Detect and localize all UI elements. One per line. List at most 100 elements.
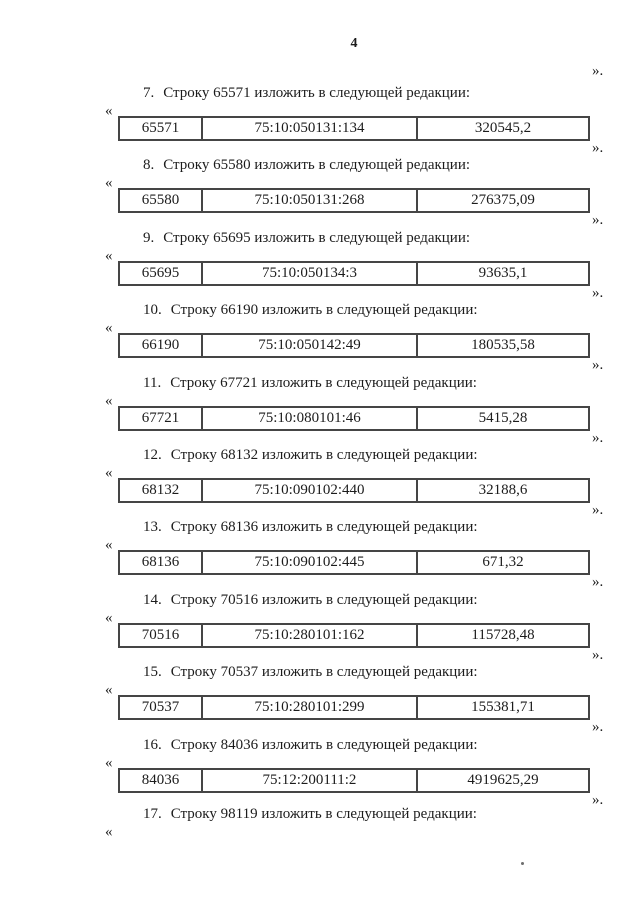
open-quote-mark: « xyxy=(105,537,113,553)
section-heading: 14. Строку 70516 изложить в следующей ред… xyxy=(143,592,478,608)
section-heading-text: Строку 70516 изложить в следующей редакц… xyxy=(170,592,478,608)
open-quote-mark: « xyxy=(105,824,113,840)
table-row: 84036 75:12:200111:2 4919625,29 xyxy=(118,768,590,793)
cadastral-number-cell: 75:10:090102:440 xyxy=(203,480,418,501)
table-row: 65580 75:10:050131:268 276375,09 xyxy=(118,188,590,213)
section-heading: 7. Строку 65571 изложить в следующей реда… xyxy=(143,85,470,101)
amendment-section: 16. Строку 84036 изложить в следующей ред… xyxy=(0,737,640,809)
close-quote-mark: ». xyxy=(592,719,604,735)
section-heading: 8. Строку 65580 изложить в следующей реда… xyxy=(143,157,470,173)
open-quote-mark: « xyxy=(105,175,113,191)
amendment-section: 14. Строку 70516 изложить в следующей ред… xyxy=(0,592,640,664)
row-id-cell: 70516 xyxy=(120,625,203,646)
close-quote-mark: ». xyxy=(592,357,604,373)
section-number: 12. xyxy=(143,447,162,463)
section-heading-text: Строку 65571 изложить в следующей редакц… xyxy=(163,85,471,101)
open-quote-mark: « xyxy=(105,320,113,336)
section-heading-text: Строку 67721 изложить в следующей редакц… xyxy=(170,375,477,391)
section-heading-text: Строку 65695 изложить в следующей редакц… xyxy=(163,230,471,246)
close-quote-mark: ». xyxy=(592,574,604,590)
amendment-section: 9. Строку 65695 изложить в следующей реда… xyxy=(0,230,640,302)
section-heading: 13. Строку 68136 изложить в следующей ред… xyxy=(143,519,478,535)
area-value-cell: 93635,1 xyxy=(478,265,528,281)
cadastral-number-cell: 75:10:050142:49 xyxy=(203,335,418,356)
open-quote-mark: « xyxy=(105,682,113,698)
area-value-cell: 276375,09 xyxy=(471,192,535,208)
table-row: 65695 75:10:050134:3 93635,1 xyxy=(118,261,590,286)
section-heading: 12. Строку 68132 изложить в следующей ред… xyxy=(143,447,478,463)
section-heading-text: Строку 70537 изложить в следующей редакц… xyxy=(170,664,478,680)
section-number: 9. xyxy=(143,230,155,246)
cadastral-number-cell: 75:10:050134:3 xyxy=(203,263,418,284)
row-id-cell: 67721 xyxy=(120,408,203,429)
section-heading: 11. Строку 67721 изложить в следующей ред… xyxy=(143,375,477,391)
page-number: 4 xyxy=(350,36,358,51)
table-row: 68136 75:10:090102:445 671,32 xyxy=(118,550,590,575)
table-row: 65571 75:10:050131:134 320545,2 xyxy=(118,116,590,141)
area-value-cell: 320545,2 xyxy=(474,120,532,136)
open-quote-mark: « xyxy=(105,393,113,409)
area-value-cell: 5415,28 xyxy=(478,410,528,426)
amendment-section: 13. Строку 68136 изложить в следующей ред… xyxy=(0,519,640,591)
area-value-cell: 4919625,29 xyxy=(467,772,539,788)
section-heading-text: Строку 68132 изложить в следующей редакц… xyxy=(170,447,478,463)
open-quote-mark: « xyxy=(105,755,113,771)
scan-artifact-dot xyxy=(521,862,524,865)
section-number: 16. xyxy=(143,737,162,753)
table-row: 67721 75:10:080101:46 5415,28 xyxy=(118,406,590,431)
amendment-section: 7. Строку 65571 изложить в следующей реда… xyxy=(0,85,640,157)
row-id-cell: 68132 xyxy=(120,480,203,501)
cadastral-number-cell: 75:10:280101:299 xyxy=(203,697,418,718)
amendment-section: 17.Строку 98119 изложить в следующей ред… xyxy=(0,806,640,878)
section-heading: 16. Строку 84036 изложить в следующей ред… xyxy=(143,737,478,753)
cadastral-number-cell: 75:10:090102:445 xyxy=(203,552,418,573)
close-quote-mark: ». xyxy=(592,647,604,663)
section-heading-text: Строку 68136 изложить в следующей редакц… xyxy=(170,519,478,535)
close-quote-mark: ». xyxy=(592,502,604,518)
section-number: 11. xyxy=(143,375,162,391)
section-number: 14. xyxy=(143,592,162,608)
area-value-cell: 115728,48 xyxy=(471,627,535,643)
close-quote-mark: ». xyxy=(592,140,604,156)
section-heading-text: Строку 84036 изложить в следующей редакц… xyxy=(170,737,478,753)
leading-close-quote-mark: ». xyxy=(592,63,604,79)
close-quote-mark: ». xyxy=(592,792,604,808)
close-quote-mark: ». xyxy=(592,430,604,446)
open-quote-mark: « xyxy=(105,465,113,481)
section-heading-text: Строку 66190 изложить в следующей редакц… xyxy=(170,302,478,318)
cadastral-number-cell: 75:10:080101:46 xyxy=(203,408,418,429)
table-row: 70537 75:10:280101:299 155381,71 xyxy=(118,695,590,720)
area-value-cell: 180535,58 xyxy=(471,337,535,353)
open-quote-mark: « xyxy=(105,248,113,264)
cadastral-number-cell: 75:10:050131:134 xyxy=(203,118,418,139)
amendment-section: 11. Строку 67721 изложить в следующей ред… xyxy=(0,375,640,447)
table-row: 66190 75:10:050142:49 180535,58 xyxy=(118,333,590,358)
table-row: 68132 75:10:090102:440 32188,6 xyxy=(118,478,590,503)
row-id-cell: 65695 xyxy=(120,263,203,284)
close-quote-mark: ». xyxy=(592,285,604,301)
row-id-cell: 70537 xyxy=(120,697,203,718)
section-number: 15. xyxy=(143,664,162,680)
section-number: 13. xyxy=(143,519,162,535)
area-value-cell: 155381,71 xyxy=(471,699,535,715)
open-quote-mark: « xyxy=(105,610,113,626)
section-number: 8. xyxy=(143,157,155,173)
table-row: 70516 75:10:280101:162 115728,48 xyxy=(118,623,590,648)
row-id-cell: 84036 xyxy=(120,770,203,791)
row-id-cell: 65580 xyxy=(120,190,203,211)
amendment-section: 12. Строку 68132 изложить в следующей ред… xyxy=(0,447,640,519)
row-id-cell: 65571 xyxy=(120,118,203,139)
close-quote-mark: ». xyxy=(592,212,604,228)
row-id-cell: 68136 xyxy=(120,552,203,573)
amendment-section: 10.Строку 66190 изложить в следующей ред… xyxy=(0,302,640,374)
area-value-cell: 32188,6 xyxy=(478,482,528,498)
section-heading: 10.Строку 66190 изложить в следующей ред… xyxy=(143,302,478,318)
section-number: 7. xyxy=(143,85,155,101)
section-heading: 17.Строку 98119 изложить в следующей ред… xyxy=(143,806,477,822)
amendment-section: 15. Строку 70537 изложить в следующей ред… xyxy=(0,664,640,736)
section-heading-text: Строку 65580 изложить в следующей редакц… xyxy=(163,157,471,173)
cadastral-number-cell: 75:10:280101:162 xyxy=(203,625,418,646)
area-value-cell: 671,32 xyxy=(482,554,524,570)
section-heading: 15. Строку 70537 изложить в следующей ред… xyxy=(143,664,478,680)
